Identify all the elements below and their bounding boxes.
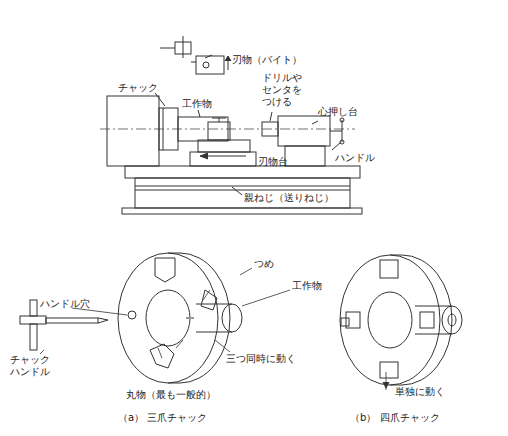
jaw-label: つめ [254, 258, 274, 270]
jaw-motion-note: 三つ同時に動く [226, 353, 296, 365]
leadscrew-label: 親ねじ（送りねじ） [244, 192, 334, 204]
chuck-label: チャック [118, 82, 158, 94]
figure-caption: （b） 四爪チャック [350, 412, 440, 424]
tailstock-note: ドリルや センタを つける [262, 72, 308, 108]
workpiece-label: 工作物 [182, 98, 212, 110]
handle-label: ハンドル [335, 152, 375, 164]
tool-label: 刃物（バイト） [232, 54, 302, 66]
chuck-handle-label: チャック ハンドル [10, 354, 56, 378]
jaw-motion-note: 単独に動く [395, 386, 445, 398]
tailstock-label: 心押し台 [318, 106, 358, 118]
usage-note: 丸物（最も一般的） [126, 389, 216, 401]
workpiece-label: 工作物 [292, 280, 322, 292]
toolpost-label: 刃物台 [258, 156, 288, 168]
handle-hole-label: ハンドル穴 [40, 298, 90, 310]
figure-caption: （a） 三爪チャック [118, 412, 207, 424]
